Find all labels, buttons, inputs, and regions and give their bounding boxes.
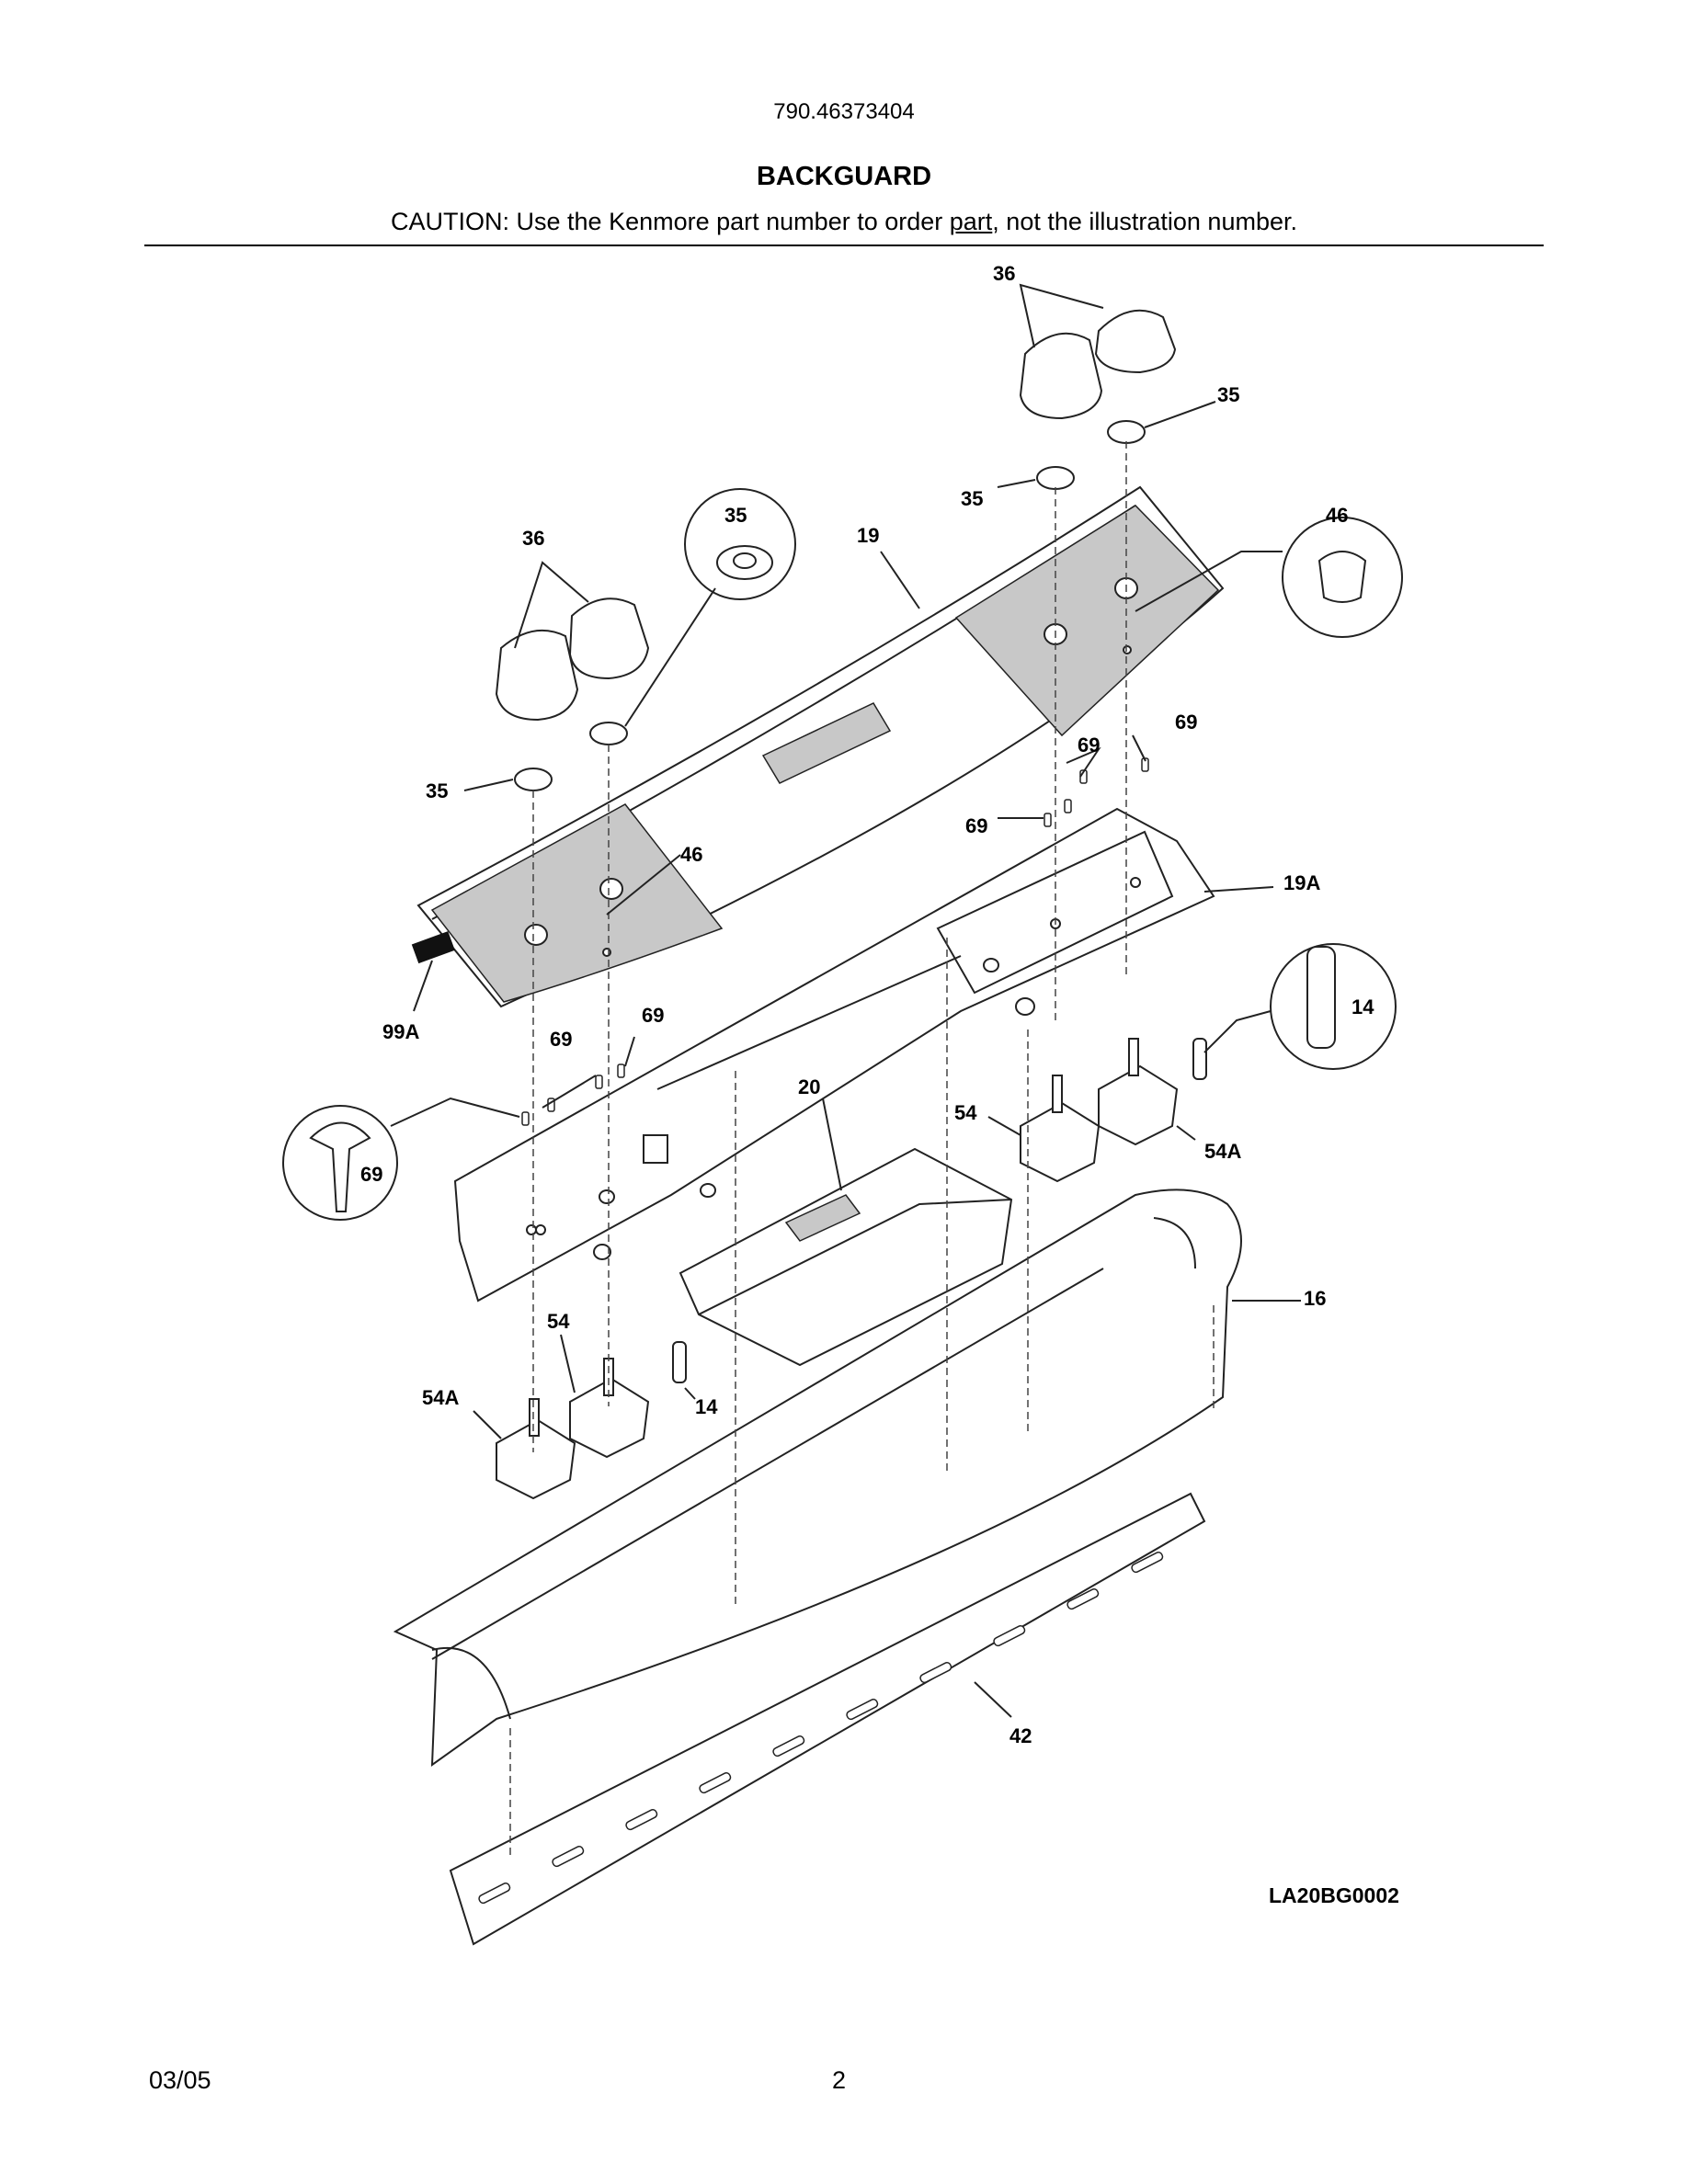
switch-54a-right [1098,1038,1179,1146]
alignment-lines [509,441,1215,1857]
knob-36-right-lower [1019,332,1103,420]
knob-36-left-lower [495,629,579,722]
callout-69-a: 69 [1175,711,1197,734]
callout-14-detail: 14 [1352,995,1374,1018]
model-number: 790.46373404 [773,99,915,124]
knob-36-left-upper [568,597,650,680]
indicator-light-14-right [1192,1038,1207,1080]
callout-36-left: 36 [522,527,544,550]
callout-42: 42 [1009,1724,1032,1747]
diagram-code: LA20BG0002 [1269,1883,1399,1907]
detail-circle-69 [282,1097,520,1221]
detail-circle-14 [1203,943,1397,1070]
callout-46-detail: 46 [1326,504,1348,527]
callout-69-d: 69 [550,1028,572,1051]
callout-19: 19 [857,524,879,547]
nut-35-right-lower [1036,466,1075,490]
electronic-control-20 [679,1147,1013,1367]
callout-35-left: 35 [426,779,448,802]
callout-19a: 19A [1283,871,1320,894]
nut-35-right-upper [1107,420,1146,444]
footer-date: 03/05 [149,2066,211,2094]
callout-36-top: 36 [993,262,1015,285]
callout-99a: 99A [382,1020,419,1043]
switch-54-left [569,1358,650,1459]
callout-54-right: 54 [954,1101,977,1124]
callout-69-e: 69 [642,1004,664,1027]
nut-35-left-upper [589,722,628,745]
callout-54a-left: 54A [422,1386,459,1409]
detail-circle-46 [1135,517,1403,638]
vent-trim-42 [449,1492,1206,1946]
detail-circle-35 [624,488,796,727]
callout-16: 16 [1304,1287,1326,1310]
callout-69-b: 69 [1078,734,1100,756]
callout-35-top-right: 35 [1217,383,1239,406]
callout-69-detail: 69 [360,1163,382,1186]
caution-prefix: CAUTION: Use the Kenmore part number to … [391,208,950,235]
caution-link-part: part [949,208,993,235]
leader-lines [413,283,1301,1718]
indicator-light-14 [672,1341,687,1383]
callout-14: 14 [695,1395,718,1418]
callout-20: 20 [798,1075,820,1098]
switch-54a-left [496,1398,576,1500]
caution-suffix: , not the illustration number. [992,208,1297,235]
caution-note: CAUTION: Use the Kenmore part number to … [0,208,1688,236]
callout-54-left: 54 [547,1310,570,1333]
nut-35-left-lower [514,768,553,791]
callout-46: 46 [680,843,702,866]
control-panel-19 [411,485,1225,1008]
backguard-body-16 [393,1189,1242,1768]
screws-69 [521,757,1149,1126]
panel-bracket-19a [453,807,1215,1302]
switch-54-right [1020,1075,1101,1183]
page-title: BACKGUARD [756,162,932,191]
page-number: 2 [832,2066,847,2094]
callout-54a-right: 54A [1204,1140,1241,1163]
header-rule [144,245,1544,246]
callout-35-mid: 35 [961,487,983,510]
callout-35-detail: 35 [724,504,747,527]
knob-36-right-upper [1094,309,1177,374]
callout-69-c: 69 [965,814,987,837]
